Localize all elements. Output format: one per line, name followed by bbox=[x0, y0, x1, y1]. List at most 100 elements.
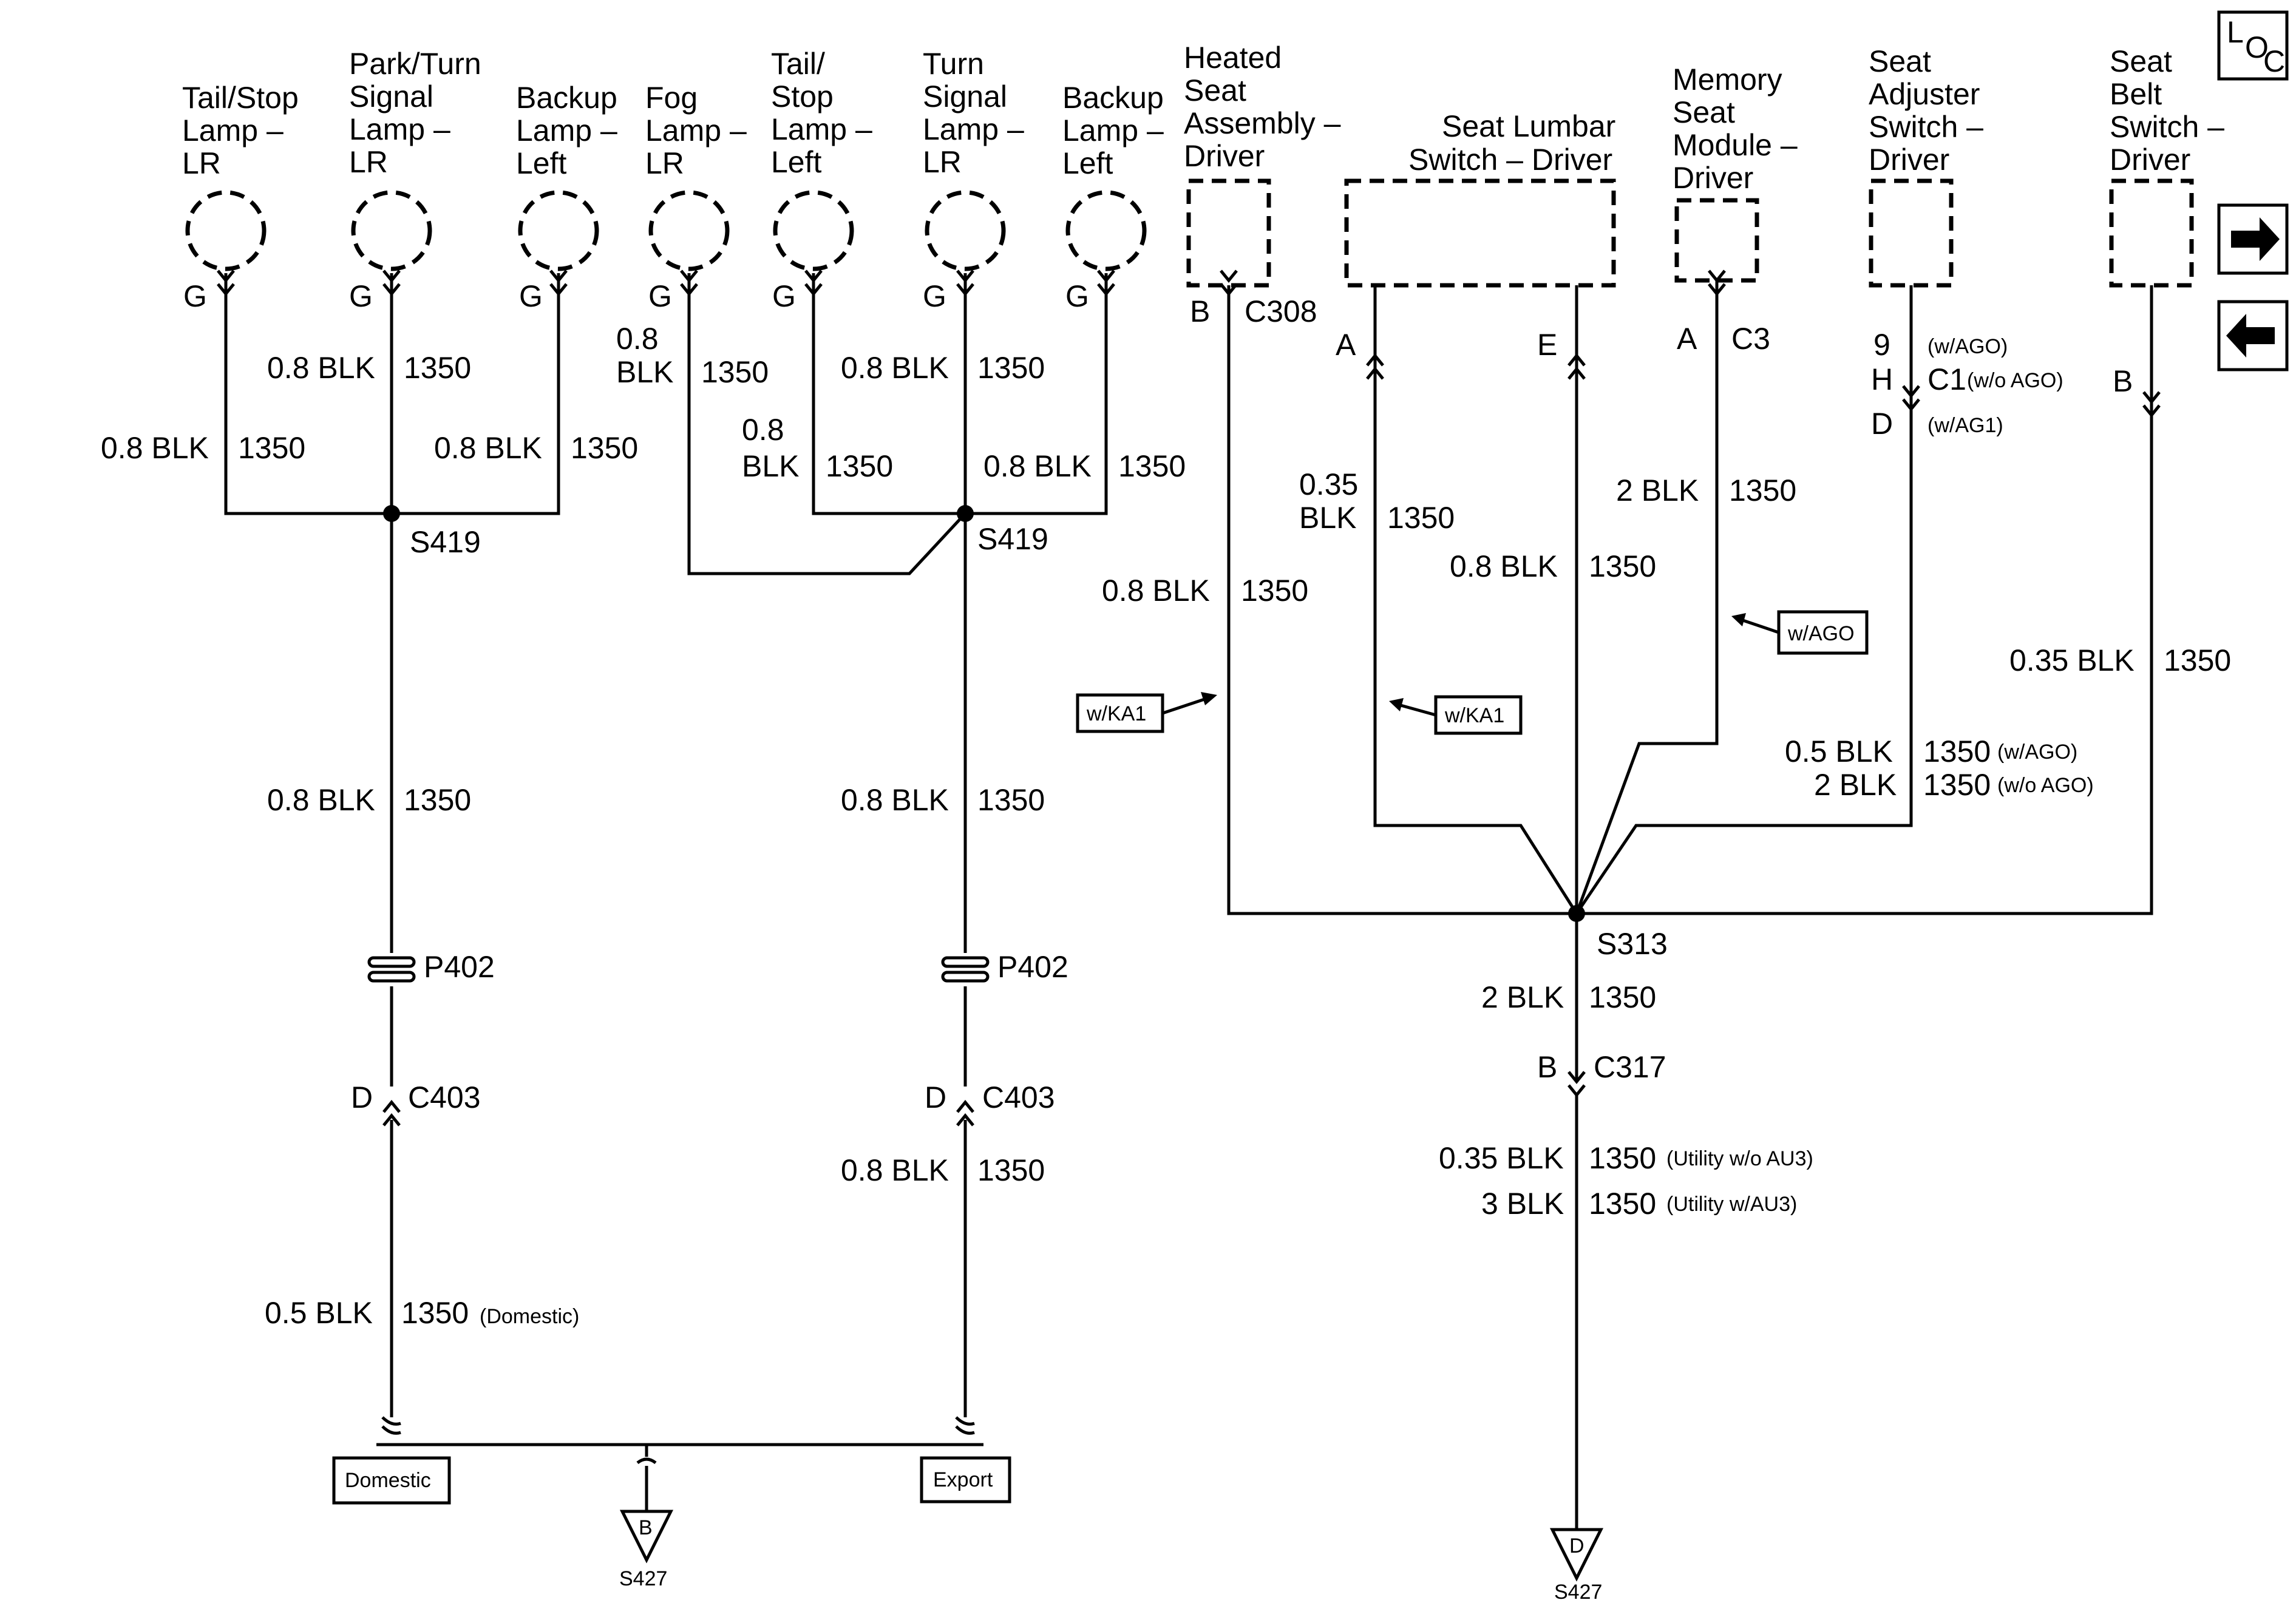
svg-text:Domestic: Domestic bbox=[345, 1469, 431, 1492]
svg-text:Lamp –: Lamp – bbox=[516, 114, 617, 147]
svg-text:Left: Left bbox=[1062, 146, 1113, 180]
svg-text:Lamp –: Lamp – bbox=[1062, 114, 1164, 147]
right-wire-labels: 0.35 BLK 1350 0.8 BLK 1350 0.8 BLK 1350 … bbox=[1102, 467, 2231, 1221]
svg-text:2 BLK: 2 BLK bbox=[1814, 768, 1897, 802]
ground-s427-b: B S427 bbox=[376, 1416, 983, 1590]
svg-text:A: A bbox=[1677, 322, 1697, 356]
svg-text:D: D bbox=[351, 1080, 373, 1114]
svg-text:0.8: 0.8 bbox=[742, 413, 784, 447]
left-wire-labels: 0.8 BLK 1350 0.8 BLK 1350 0.8 BLK 1350 S… bbox=[101, 351, 638, 1330]
svg-text:LR: LR bbox=[645, 146, 684, 180]
svg-text:G: G bbox=[648, 279, 672, 313]
svg-text:1350: 1350 bbox=[1589, 1187, 1656, 1221]
park-turn-signal-lamp-lr: Park/Turn Signal Lamp – LR bbox=[349, 47, 481, 271]
option-domestic: Domestic bbox=[332, 1456, 451, 1505]
svg-text:1350: 1350 bbox=[238, 431, 305, 465]
ground-s427-d: D S427 bbox=[1549, 1528, 1604, 1604]
p402-inline-left bbox=[367, 956, 416, 983]
arrow-left-icon[interactable] bbox=[2217, 300, 2289, 371]
right-connectors bbox=[1221, 271, 2159, 1095]
option-w-ka1-left: w/KA1 bbox=[1076, 692, 1217, 733]
svg-text:P402: P402 bbox=[424, 950, 495, 984]
svg-text:1350: 1350 bbox=[701, 355, 769, 389]
svg-text:0.8 BLK: 0.8 BLK bbox=[267, 783, 375, 817]
middle-wire-labels: 0.8 BLK 1350 0.8 BLK 1350 0.8 BLK 1350 0… bbox=[616, 322, 1186, 1187]
svg-text:Tail/: Tail/ bbox=[771, 47, 825, 81]
svg-text:D: D bbox=[1569, 1534, 1584, 1558]
svg-text:0.8 BLK: 0.8 BLK bbox=[841, 351, 949, 385]
svg-text:1350: 1350 bbox=[826, 449, 893, 483]
svg-text:0.5 BLK: 0.5 BLK bbox=[265, 1296, 373, 1330]
splice-s313 bbox=[1568, 905, 1585, 922]
svg-text:Signal: Signal bbox=[349, 80, 433, 114]
svg-text:C1: C1 bbox=[1927, 362, 1966, 396]
svg-text:S313: S313 bbox=[1597, 927, 1668, 961]
svg-text:1350: 1350 bbox=[1923, 768, 1991, 802]
svg-text:1350: 1350 bbox=[2164, 643, 2231, 677]
svg-text:BLK: BLK bbox=[742, 449, 800, 483]
svg-text:Backup: Backup bbox=[516, 81, 617, 115]
svg-text:C403: C403 bbox=[982, 1080, 1055, 1114]
svg-text:1350: 1350 bbox=[1923, 734, 1991, 768]
svg-text:G: G bbox=[519, 279, 543, 313]
svg-text:Backup: Backup bbox=[1062, 81, 1164, 115]
svg-text:1350: 1350 bbox=[404, 783, 471, 817]
svg-text:0.8 BLK: 0.8 BLK bbox=[434, 431, 542, 465]
svg-text:Switch –: Switch – bbox=[2110, 110, 2224, 144]
svg-text:0.8 BLK: 0.8 BLK bbox=[841, 783, 949, 817]
svg-text:3 BLK: 3 BLK bbox=[1481, 1187, 1564, 1221]
svg-text:1350: 1350 bbox=[1589, 980, 1656, 1014]
svg-text:Driver: Driver bbox=[1673, 161, 1753, 195]
svg-text:0.8 BLK: 0.8 BLK bbox=[983, 449, 1092, 483]
svg-text:A: A bbox=[1336, 328, 1356, 362]
svg-text:(Utility w/o AU3): (Utility w/o AU3) bbox=[1666, 1147, 1813, 1170]
memory-seat-module-driver: Memory Seat Module – Driver bbox=[1673, 63, 1798, 283]
svg-text:Seat: Seat bbox=[1869, 44, 1931, 78]
svg-text:0.8 BLK: 0.8 BLK bbox=[1450, 549, 1558, 583]
svg-text:1350: 1350 bbox=[977, 351, 1045, 385]
svg-text:S427: S427 bbox=[619, 1567, 667, 1590]
svg-text:P402: P402 bbox=[997, 950, 1068, 984]
svg-text:B: B bbox=[1190, 294, 1210, 328]
svg-text:Heated: Heated bbox=[1184, 41, 1282, 75]
svg-text:(w/AGO): (w/AGO) bbox=[1997, 741, 2077, 764]
svg-text:C3: C3 bbox=[1731, 322, 1770, 356]
svg-text:S419: S419 bbox=[410, 525, 481, 559]
svg-text:1350: 1350 bbox=[977, 1153, 1045, 1187]
svg-text:1350: 1350 bbox=[401, 1296, 469, 1330]
p402-inline-right bbox=[941, 956, 990, 983]
svg-text:Left: Left bbox=[516, 146, 567, 180]
location-icon[interactable]: L O C bbox=[2217, 10, 2289, 81]
svg-text:G: G bbox=[1065, 279, 1089, 313]
right-wires bbox=[1227, 280, 2153, 1530]
svg-text:B: B bbox=[2113, 364, 2133, 398]
svg-text:1350: 1350 bbox=[1387, 501, 1455, 535]
svg-text:(w/AGO): (w/AGO) bbox=[1927, 335, 2008, 358]
svg-text:B: B bbox=[639, 1516, 653, 1539]
svg-text:1350: 1350 bbox=[977, 783, 1045, 817]
svg-text:Lamp –: Lamp – bbox=[923, 112, 1024, 146]
svg-text:0.35 BLK: 0.35 BLK bbox=[1439, 1141, 1564, 1175]
svg-text:Lamp –: Lamp – bbox=[771, 112, 872, 146]
svg-text:(w/o AGO): (w/o AGO) bbox=[1967, 369, 2063, 392]
svg-text:Turn: Turn bbox=[923, 47, 984, 81]
svg-text:Signal: Signal bbox=[923, 80, 1007, 114]
svg-text:0.8: 0.8 bbox=[616, 322, 659, 356]
left-pins: G G G bbox=[183, 271, 566, 313]
svg-text:0.8 BLK: 0.8 BLK bbox=[101, 431, 209, 465]
svg-text:1350: 1350 bbox=[1589, 1141, 1656, 1175]
svg-text:D: D bbox=[1871, 407, 1893, 441]
svg-text:Seat: Seat bbox=[2110, 44, 2172, 78]
svg-text:G: G bbox=[772, 279, 796, 313]
svg-text:Memory: Memory bbox=[1673, 63, 1782, 97]
loc-c: C bbox=[2263, 44, 2285, 78]
svg-text:C308: C308 bbox=[1245, 294, 1317, 328]
svg-text:w/KA1: w/KA1 bbox=[1086, 702, 1146, 725]
svg-text:(Domestic): (Domestic) bbox=[480, 1305, 579, 1328]
loc-l: L bbox=[2227, 15, 2244, 49]
splice-s419-left bbox=[383, 505, 400, 522]
arrow-right-icon[interactable] bbox=[2217, 203, 2289, 275]
svg-text:B: B bbox=[1537, 1050, 1557, 1084]
fog-lamp-lr: Fog Lamp – LR bbox=[645, 81, 747, 271]
svg-text:LR: LR bbox=[182, 146, 221, 180]
